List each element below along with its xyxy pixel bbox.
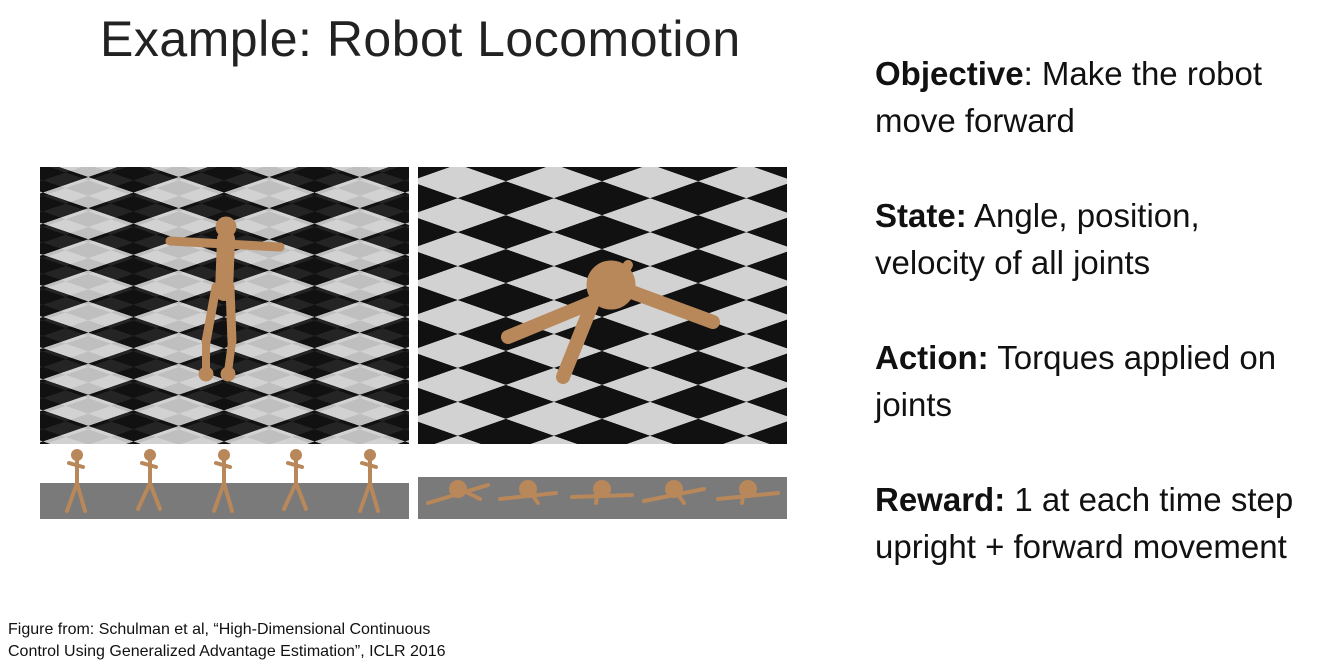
ant-simulation-image (418, 167, 787, 444)
objective-separator: : (1023, 55, 1033, 92)
citation-line-2: Control Using Generalized Advantage Esti… (8, 643, 446, 660)
state-item: State: Angle, position, velocity of all … (875, 192, 1315, 286)
ant-robot (501, 260, 720, 384)
reward-item: Reward: 1 at each time step upright + fo… (875, 476, 1315, 570)
definitions-list: Objective: Make the robot move forward S… (875, 50, 1315, 618)
state-text: Angle, position, velocity of all joints (875, 197, 1200, 281)
state-term: State: (875, 197, 967, 234)
action-item: Action: Torques applied on joints (875, 334, 1315, 428)
ant-motion-strip (418, 447, 787, 519)
citation-line-1: Figure from: Schulman et al, “High-Dimen… (8, 621, 431, 638)
objective-term: Objective (875, 55, 1024, 92)
action-term: Action: (875, 339, 989, 376)
reward-term: Reward: (875, 481, 1006, 518)
humanoid-robot (165, 216, 285, 382)
reward-text: 1 at each time step upright + forward mo… (875, 481, 1294, 565)
action-text: Torques applied on joints (875, 339, 1277, 423)
objective-text: Make the robot move forward (875, 55, 1263, 139)
objective-item: Objective: Make the robot move forward (875, 50, 1315, 144)
slide-title: Example: Robot Locomotion (100, 11, 741, 67)
humanoid-simulation-image (40, 167, 409, 444)
humanoid-motion-strip (40, 447, 409, 519)
figure-citation: Figure from: Schulman et al, “High-Dimen… (8, 619, 528, 663)
